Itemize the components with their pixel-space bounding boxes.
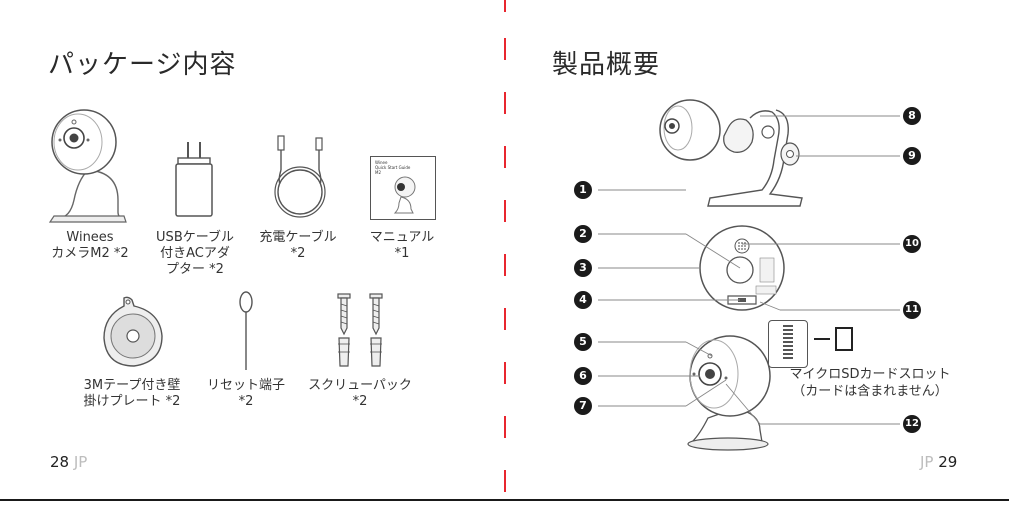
callout-4: 4	[574, 291, 592, 309]
callout-10: 10	[903, 235, 921, 253]
callout-11: 11	[903, 301, 921, 319]
callout-12: 12	[903, 415, 921, 433]
callout-7: 7	[574, 397, 592, 415]
callout-8: 8	[903, 107, 921, 125]
callout-2: 2	[574, 225, 592, 243]
page-number-right: JP 29	[920, 453, 957, 471]
callout-3: 3	[574, 259, 592, 277]
callout-9: 9	[903, 147, 921, 165]
callout-5: 5	[574, 333, 592, 351]
callout-1: 1	[574, 181, 592, 199]
callout-6: 6	[574, 367, 592, 385]
